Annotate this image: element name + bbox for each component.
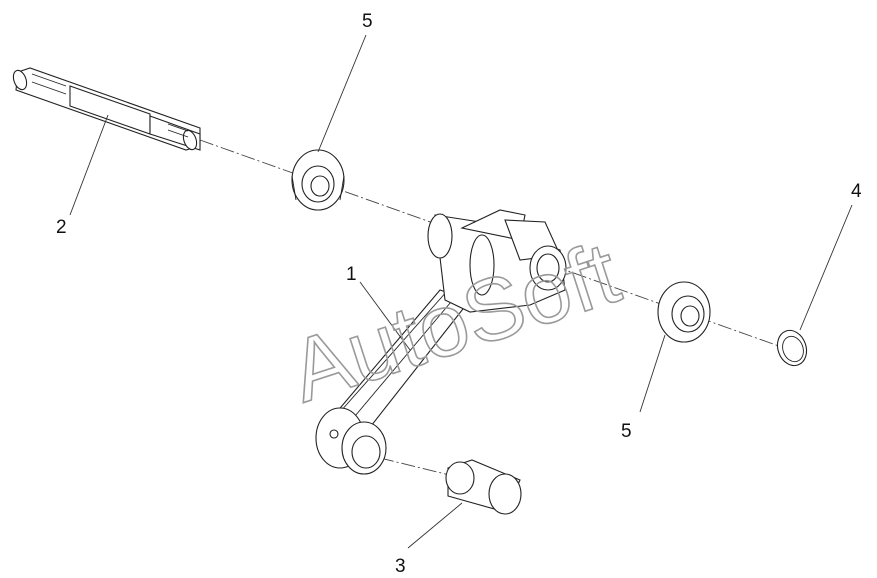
bushing-part bbox=[445, 459, 522, 515]
bearing-top-part bbox=[291, 149, 345, 211]
callout-part-3: 3 bbox=[395, 556, 406, 577]
shaft-part bbox=[12, 67, 201, 151]
callout-part-2: 2 bbox=[56, 217, 67, 238]
leader-lines bbox=[69, 34, 853, 549]
bearing-bottom-part bbox=[657, 281, 711, 343]
lever-arm-part bbox=[315, 209, 567, 475]
callout-part-5-top: 5 bbox=[362, 11, 373, 32]
callout-part-5-bottom: 5 bbox=[621, 421, 632, 442]
retaining-ring-part bbox=[776, 329, 808, 367]
callout-part-1: 1 bbox=[346, 264, 357, 285]
callout-part-4: 4 bbox=[851, 181, 862, 202]
callout-labels: 2 5 1 4 5 3 bbox=[56, 11, 862, 577]
